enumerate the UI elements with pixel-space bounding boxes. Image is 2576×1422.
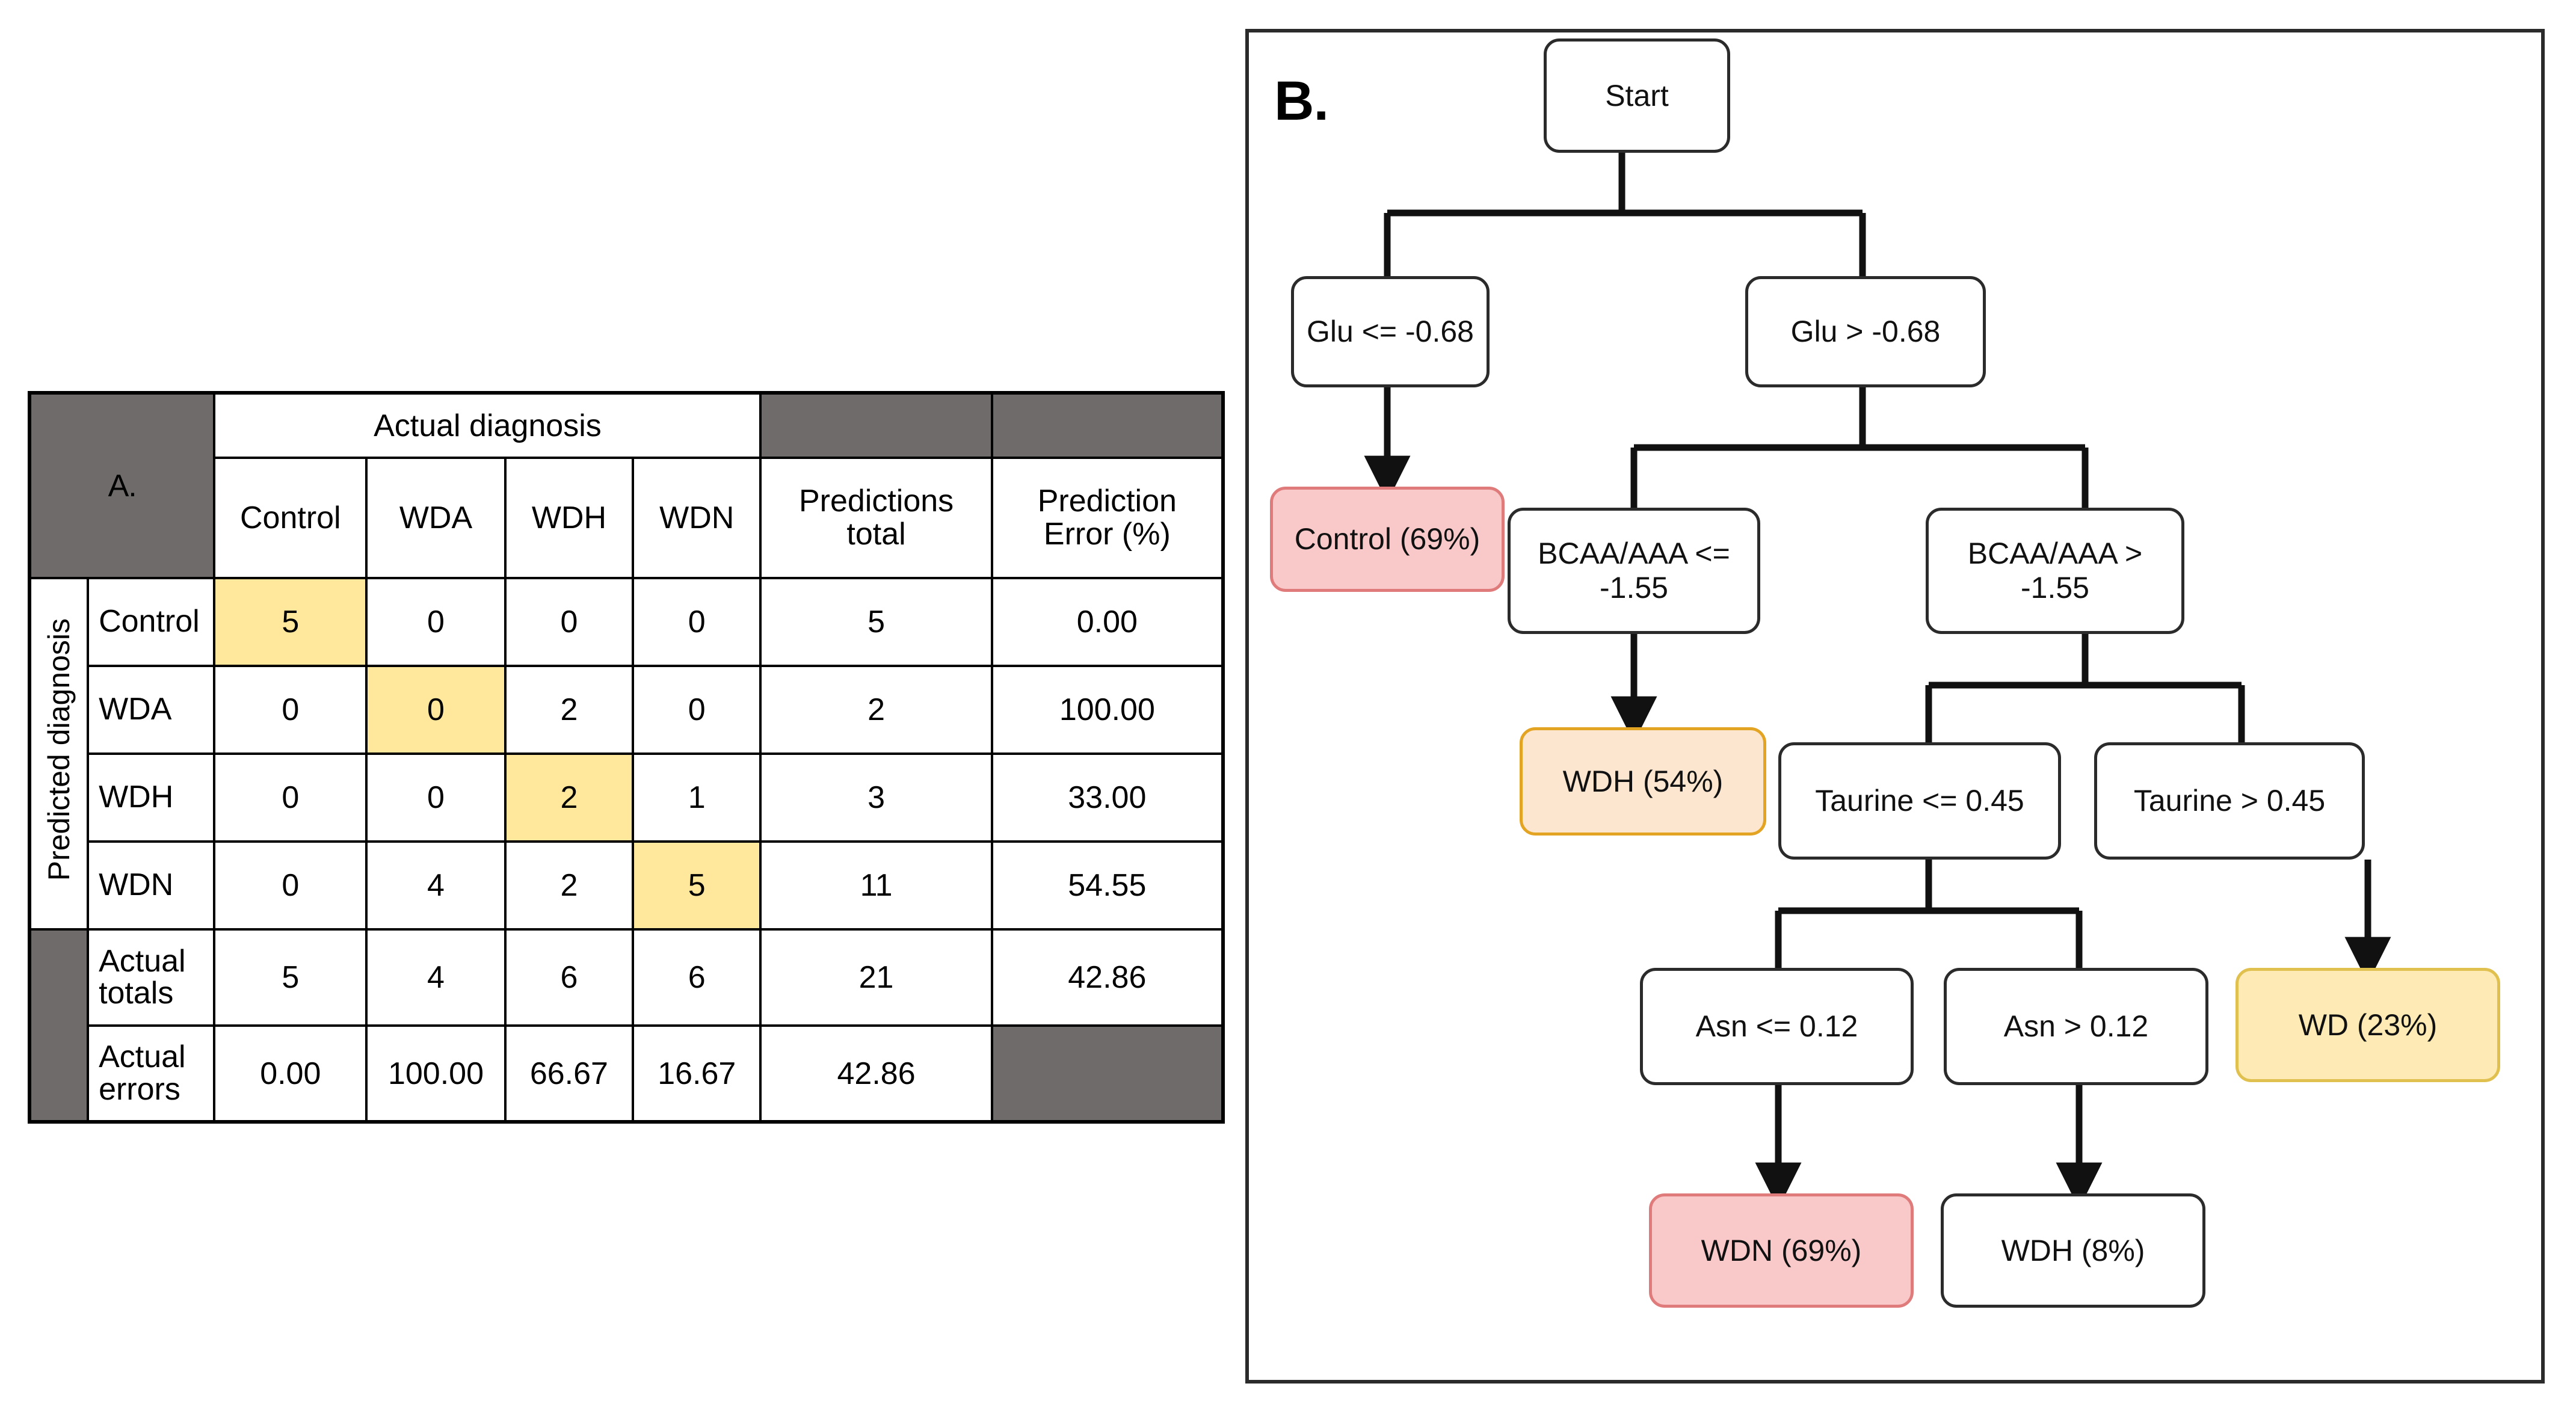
cell-wda-error: 100.00 <box>990 665 1225 755</box>
table-row: Predicted diagnosis Control 5 0 0 0 5 0.… <box>28 577 1225 931</box>
col-header-predictions-total: Predictions total <box>759 457 993 579</box>
table-row: WDH 0 0 2 1 3 33.00 <box>29 753 1225 843</box>
cell-totals-wdn: 6 <box>632 928 762 1027</box>
col-header-wda: WDA <box>365 457 507 579</box>
predictions-total-line2: total <box>846 517 906 552</box>
row-label-control: Control <box>87 577 216 667</box>
actual-diagnosis-header: Actual diagnosis <box>213 392 762 459</box>
tree-node-asn-gt[interactable]: Asn > 0.12 <box>1944 968 2208 1085</box>
predicted-diagnosis-text: Predicted diagnosis <box>42 618 76 881</box>
cell-wdn-wdh: 2 <box>504 840 635 931</box>
grey-spacer-error <box>990 392 1225 459</box>
predicted-diagnosis-axis-label: Predicted diagnosis <box>28 577 90 931</box>
panel-b-decision-tree: B. <box>1245 29 2545 1384</box>
prediction-error-line2: Error (%) <box>1043 517 1171 552</box>
actual-totals-line2: totals <box>99 976 174 1011</box>
cell-wdn-total: 11 <box>759 840 993 931</box>
cell-errors-control: 0.00 <box>213 1024 368 1123</box>
cell-totals-error: 42.86 <box>990 928 1225 1027</box>
panel-b-letter: B. <box>1274 70 1329 132</box>
actual-totals-line1: Actual <box>99 943 186 979</box>
cell-wda-wdn: 0 <box>632 665 762 755</box>
tree-leaf-wdh-54[interactable]: WDH (54%) <box>1520 727 1766 836</box>
row-label-wda: WDA <box>87 665 216 755</box>
panel-a-confusion-matrix: A. Actual diagnosis Control WDA WDH WDN … <box>28 391 1225 1124</box>
cell-wda-wdh: 2 <box>504 665 635 755</box>
cell-totals-control: 5 <box>213 928 368 1027</box>
cell-wda-control: 0 <box>213 665 368 755</box>
row-label-wdn: WDN <box>87 840 216 931</box>
cell-totals-wda: 4 <box>365 928 507 1027</box>
cell-wdh-wdn: 1 <box>632 753 762 843</box>
col-header-wdn: WDN <box>632 457 762 579</box>
cell-wdh-error: 33.00 <box>990 753 1225 843</box>
row-label-wdh: WDH <box>87 753 216 843</box>
row-label-actual-errors: Actual errors <box>87 1024 216 1123</box>
cell-control-wdn: 0 <box>632 577 762 667</box>
cell-wda-wda: 0 <box>365 665 507 755</box>
tree-leaf-wdn-69[interactable]: WDN (69%) <box>1649 1193 1914 1308</box>
tree-node-bcaa-le[interactable]: BCAA/AAA <= -1.55 <box>1508 508 1760 634</box>
cell-control-control: 5 <box>213 577 368 667</box>
col-header-prediction-error: Prediction Error (%) <box>990 457 1225 579</box>
table-errors-row: Actual errors 0.00 100.00 66.67 16.67 42… <box>29 1024 1225 1123</box>
cell-wdh-wda: 0 <box>365 753 507 843</box>
cell-wdh-wdh: 2 <box>504 753 635 843</box>
cell-wda-total: 2 <box>759 665 993 755</box>
cell-wdn-wda: 4 <box>365 840 507 931</box>
tree-node-glu-gt[interactable]: Glu > -0.68 <box>1745 276 1986 387</box>
table-row: WDA 0 0 2 0 2 100.00 <box>29 665 1225 755</box>
tree-leaf-wdh-8[interactable]: WDH (8%) <box>1941 1193 2205 1308</box>
cell-wdn-error: 54.55 <box>990 840 1225 931</box>
panel-a-letter: A. <box>28 392 216 579</box>
cell-errors-wda: 100.00 <box>365 1024 507 1123</box>
cell-totals-wdh: 6 <box>504 928 635 1027</box>
cell-errors-total: 42.86 <box>759 1024 993 1123</box>
cell-errors-wdh: 66.67 <box>504 1024 635 1123</box>
cell-wdn-control: 0 <box>213 840 368 931</box>
table-header-row: Control WDA WDH WDN Predictions total Pr… <box>29 457 1225 579</box>
cell-wdh-total: 3 <box>759 753 993 843</box>
table-superheader-row: A. Actual diagnosis <box>28 392 1225 579</box>
tree-node-taurine-le[interactable]: Taurine <= 0.45 <box>1778 742 2061 860</box>
cell-control-wda: 0 <box>365 577 507 667</box>
tree-node-start[interactable]: Start <box>1544 38 1730 153</box>
cell-control-wdh: 0 <box>504 577 635 667</box>
tree-leaf-wd-23[interactable]: WD (23%) <box>2236 968 2500 1082</box>
tree-connectors <box>1364 153 2391 1209</box>
actual-errors-line1: Actual <box>99 1039 186 1075</box>
tree-node-glu-le[interactable]: Glu <= -0.68 <box>1291 276 1490 387</box>
confusion-matrix-table: A. Actual diagnosis Control WDA WDH WDN … <box>28 391 1225 1124</box>
cell-totals-grand: 21 <box>759 928 993 1027</box>
tree-node-bcaa-gt[interactable]: BCAA/AAA > -1.55 <box>1926 508 2184 634</box>
grey-spacer-bottom-left <box>28 928 90 1123</box>
col-header-wdh: WDH <box>504 457 635 579</box>
cell-control-total: 5 <box>759 577 993 667</box>
grey-spacer-bottom-right <box>990 1024 1225 1123</box>
col-header-control: Control <box>213 457 368 579</box>
predictions-total-line1: Predictions <box>798 484 954 519</box>
cell-wdn-wdn: 5 <box>632 840 762 931</box>
tree-node-asn-le[interactable]: Asn <= 0.12 <box>1640 968 1914 1085</box>
table-row: WDN 0 4 2 5 11 54.55 <box>29 840 1225 931</box>
tree-node-taurine-gt[interactable]: Taurine > 0.45 <box>2094 742 2365 860</box>
row-label-actual-totals: Actual totals <box>87 928 216 1027</box>
cell-errors-wdn: 16.67 <box>632 1024 762 1123</box>
cell-wdh-control: 0 <box>213 753 368 843</box>
table-totals-row: Actual totals 5 4 6 6 21 42.86 <box>28 928 1225 1123</box>
prediction-error-line1: Prediction <box>1037 484 1177 519</box>
cell-control-error: 0.00 <box>990 577 1225 667</box>
grey-spacer-predictions <box>759 392 993 459</box>
actual-errors-line2: errors <box>99 1071 180 1107</box>
tree-leaf-control[interactable]: Control (69%) <box>1270 487 1505 592</box>
